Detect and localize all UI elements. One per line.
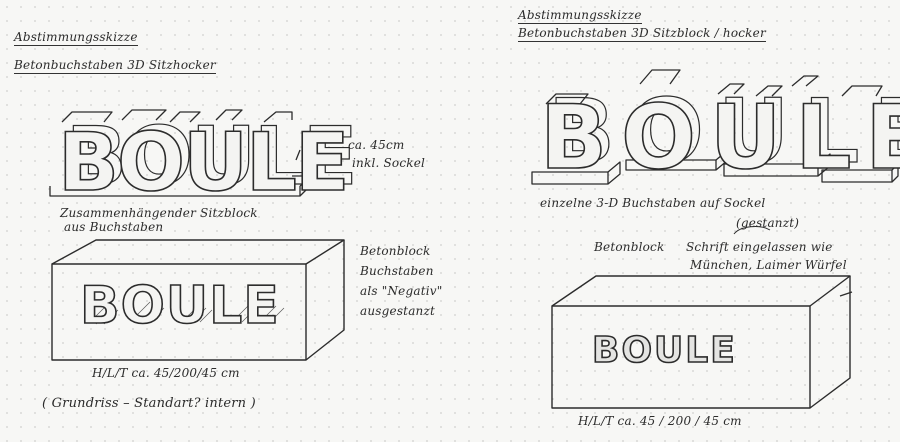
left-block-note-line3: als "Negativ" [360, 284, 443, 298]
right-title-line1: Abstimmungsskizze [518, 8, 642, 24]
left-block-note-line1: Betonblock [360, 244, 431, 258]
left-block-word: BOULE [79, 275, 280, 337]
left-dims: H/L/T ca. 45/200/45 cm [92, 366, 240, 380]
right-word: BOULE [539, 85, 900, 190]
left-word: BOULE [57, 115, 350, 210]
left-block-note-line2: Buchstaben [360, 264, 434, 278]
left-title-line2: Betonbuchstaben 3D Sitzhocker [14, 58, 216, 74]
right-schrift-line2: München, Laimer Würfel [690, 258, 847, 272]
right-title-line2: Betonbuchstaben 3D Sitzblock / hocker [518, 26, 766, 42]
left-footer: ( Grundriss – Standart? intern ) [42, 396, 256, 411]
left-block-note-line4: ausgestanzt [360, 304, 436, 318]
right-gestanzt-note: (gestanzt) [736, 216, 800, 230]
left-caption-line1: Zusammenhängender Sitzblock [60, 206, 258, 220]
left-size-note-line1: ca. 45cm [348, 138, 405, 152]
left-concrete-block [51, 239, 345, 361]
right-letter-bases [531, 69, 899, 185]
right-block-word: BOULE [591, 329, 737, 372]
right-word-shadow: BOULE [547, 79, 900, 183]
right-schrift-line1: Schrift eingelassen wie [686, 240, 833, 254]
right-concrete-block [551, 275, 853, 409]
right-block-label: Betonblock [594, 240, 665, 254]
left-caption-line2: aus Buchstaben [64, 220, 164, 234]
left-word-shadow: BOULE [65, 109, 358, 203]
right-dims: H/L/T ca. 45 / 200 / 45 cm [578, 414, 742, 428]
left-title-line1: Abstimmungsskizze [14, 30, 138, 46]
left-size-note-line2: inkl. Sockel [352, 156, 426, 170]
right-caption: einzelne 3-D Buchstaben auf Sockel [540, 196, 766, 210]
